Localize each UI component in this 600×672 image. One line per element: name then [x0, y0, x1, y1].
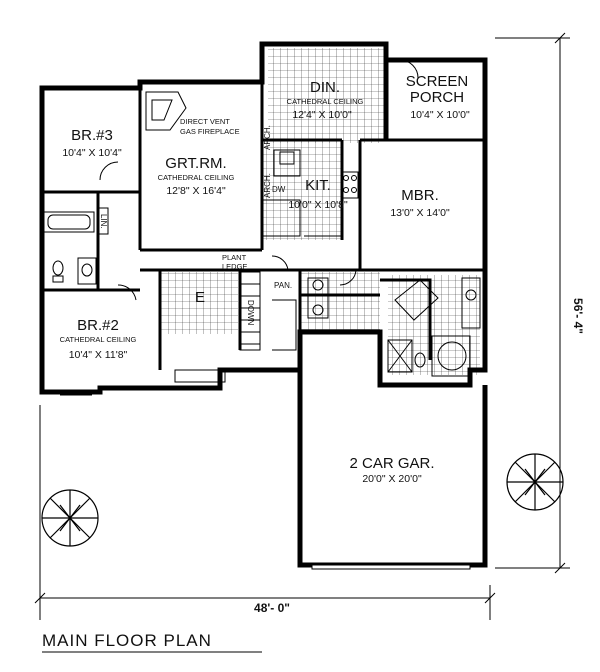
- tree-right: [506, 453, 564, 511]
- porch-name-2: PORCH: [410, 89, 464, 106]
- entry-name: E: [195, 289, 205, 306]
- plant-ledge-label-2: LEDGE: [222, 262, 247, 271]
- br2-name: BR.#2: [77, 317, 119, 334]
- annotations: DIRECT VENT GAS FIREPLACE PLANT LEDGE PA…: [99, 117, 292, 326]
- mbr-size: 13'0" X 14'0": [390, 207, 450, 219]
- fireplace-label-1: DIRECT VENT: [180, 117, 230, 126]
- grtrm-name: GRT.RM.: [165, 155, 226, 172]
- dimension-lines: [34, 32, 570, 620]
- arch-label-1: ARCH.: [263, 125, 272, 150]
- linen-label: LIN.: [99, 214, 108, 229]
- tile-areas: [160, 48, 480, 375]
- fixtures: [39, 41, 488, 396]
- fireplace-label-2: GAS FIREPLACE: [180, 127, 240, 136]
- plan-title: MAIN FLOOR PLAN: [42, 631, 212, 650]
- din-size: 12'4" X 10'0": [292, 109, 352, 121]
- dishwasher-label: DW: [272, 185, 286, 194]
- plant-ledge-label-1: PLANT: [222, 253, 247, 262]
- din-note: CATHEDRAL CEILING: [287, 97, 364, 106]
- arch-label-2: ARCH.: [263, 173, 272, 198]
- br2-note: CATHEDRAL CEILING: [60, 335, 137, 344]
- garage-size: 20'0" X 20'0": [362, 473, 422, 485]
- garage-name: 2 CAR GAR.: [349, 455, 434, 472]
- din-name: DIN.: [310, 79, 340, 96]
- grtrm-size: 12'8" X 16'4": [166, 185, 226, 197]
- grtrm-note: CATHEDRAL CEILING: [158, 173, 235, 182]
- exterior-walls: [39, 41, 488, 395]
- stairs-down-label: DOWN: [246, 300, 255, 326]
- pantry-label: PAN.: [274, 281, 292, 290]
- tree-left: [41, 489, 99, 547]
- br3-name: BR.#3: [71, 127, 113, 144]
- room-labels: BR.#3 10'4" X 10'4" GRT.RM. CATHEDRAL CE…: [60, 73, 470, 485]
- overall-depth-label: 56'- 4": [571, 298, 585, 334]
- mbr-name: MBR.: [401, 187, 439, 204]
- porch-name-1: SCREEN: [406, 73, 469, 90]
- overall-width-label: 48'- 0": [254, 601, 290, 615]
- porch-size: 10'4" X 10'0": [410, 109, 470, 121]
- garage-walls: [297, 370, 488, 570]
- br2-size: 10'4" X 11'8": [69, 349, 128, 361]
- kit-size: 10'0" X 10'8": [288, 199, 348, 211]
- kit-name: KIT.: [305, 177, 331, 194]
- br3-size: 10'4" X 10'4": [62, 147, 122, 159]
